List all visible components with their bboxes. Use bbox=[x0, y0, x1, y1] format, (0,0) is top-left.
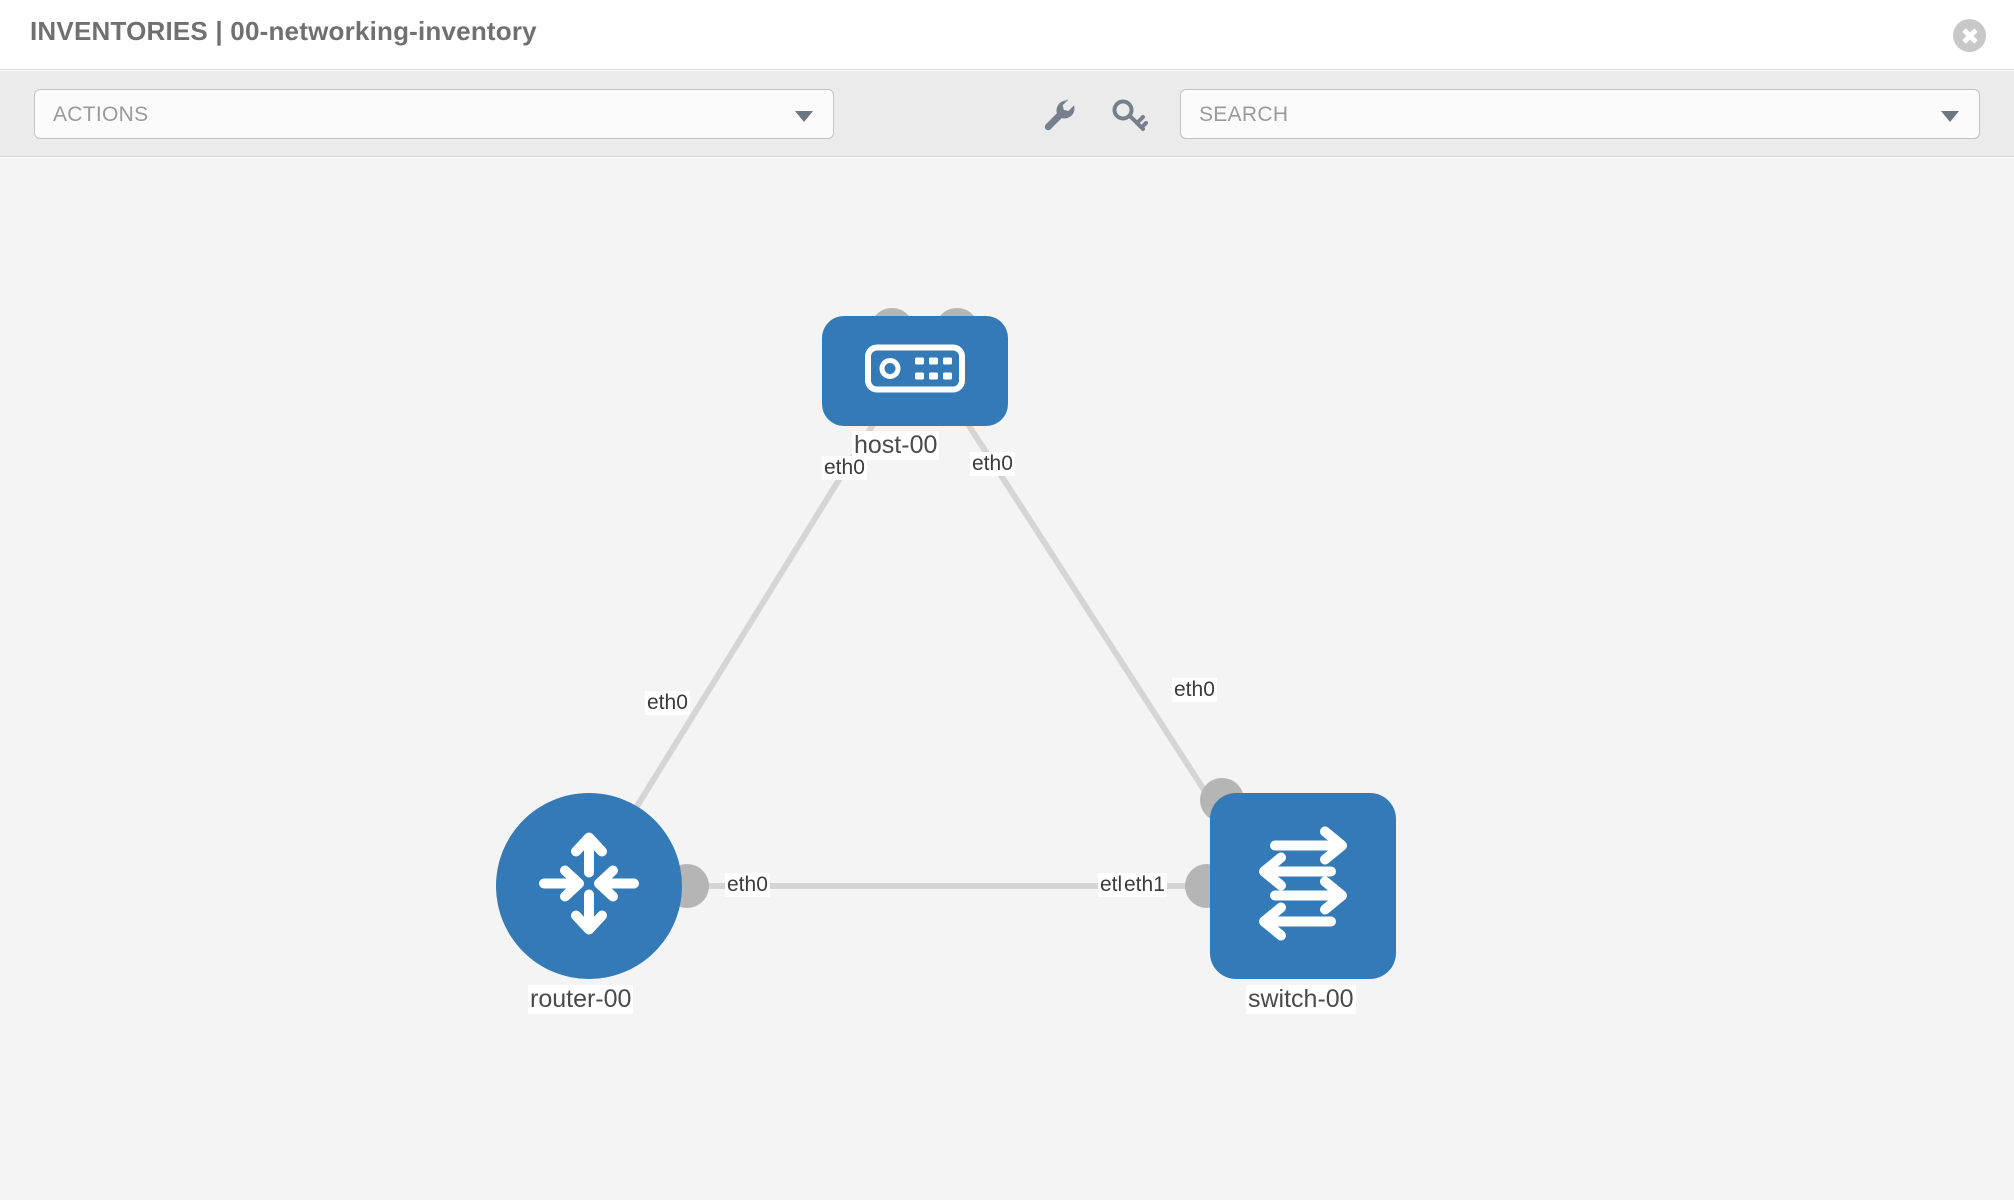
port-label-switch-left: eth1 bbox=[1122, 873, 1167, 897]
topology-edges bbox=[602, 371, 1238, 889]
chevron-down-icon bbox=[1941, 111, 1959, 122]
switch-arrows-icon bbox=[1245, 826, 1361, 947]
search-input[interactable]: SEARCH bbox=[1180, 89, 1980, 139]
page-title: INVENTORIES | 00-networking-inventory bbox=[30, 16, 537, 46]
switch-node-label: switch-00 bbox=[1246, 985, 1356, 1014]
actions-dropdown-label: ACTIONS bbox=[53, 103, 149, 126]
port-label-router-right: eth0 bbox=[725, 873, 770, 897]
switch-node-shape bbox=[1210, 793, 1396, 979]
topology-canvas[interactable]: host-00 eth0 eth0 bbox=[0, 158, 2014, 1200]
edge-host-switch bbox=[932, 371, 1238, 840]
router-arrows-icon bbox=[534, 829, 644, 944]
port-label-host-left: eth0 bbox=[822, 456, 867, 480]
router-node-shape bbox=[496, 793, 682, 979]
toolbar: ACTIONS SEARCH bbox=[0, 71, 2014, 157]
router-node-label: router-00 bbox=[528, 985, 634, 1014]
key-icon[interactable] bbox=[1110, 95, 1150, 135]
port-label-host-right: eth0 bbox=[970, 452, 1015, 476]
search-placeholder: SEARCH bbox=[1199, 103, 1289, 126]
close-icon[interactable] bbox=[1953, 19, 1986, 52]
port-label-switch-up: eth0 bbox=[1172, 678, 1217, 702]
page-header: INVENTORIES | 00-networking-inventory bbox=[0, 0, 2014, 70]
port-label-switch-left-overlap: etl bbox=[1098, 873, 1125, 897]
host-node-label: host-00 bbox=[852, 431, 940, 460]
wrench-icon[interactable] bbox=[1040, 95, 1080, 135]
chevron-down-icon bbox=[795, 111, 813, 122]
host-node-shape bbox=[822, 316, 1008, 426]
actions-dropdown[interactable]: ACTIONS bbox=[34, 89, 834, 139]
port-label-router-up: eth0 bbox=[645, 691, 690, 715]
server-chassis-icon bbox=[865, 344, 965, 398]
